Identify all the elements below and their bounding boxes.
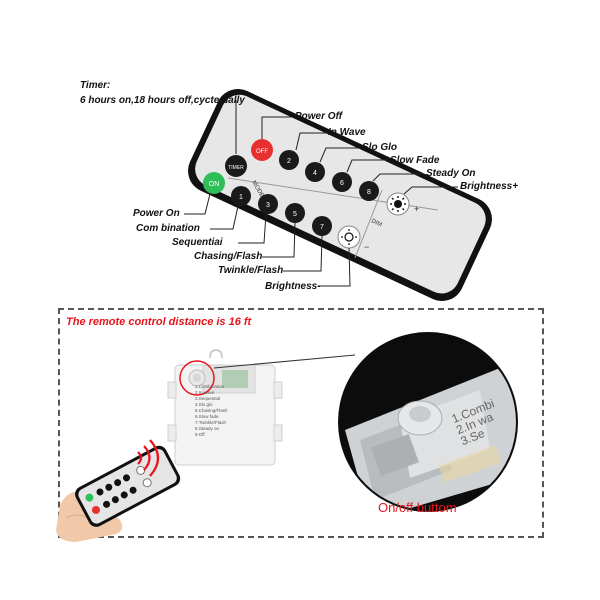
label-brightness-minus: Brightness- bbox=[265, 281, 321, 292]
legend-line: 4.Slo glo bbox=[195, 402, 213, 407]
legend-line: 2.In wave bbox=[195, 390, 215, 395]
sun-minus-icon bbox=[341, 229, 357, 245]
battery-box-legend: 1.Combination 2.In wave 3.Sequential 4.S… bbox=[195, 384, 265, 438]
svg-text:TIMER: TIMER bbox=[228, 165, 244, 171]
label-in-wave: In Wave bbox=[328, 127, 366, 138]
timer-detail: 6 hours on,18 hours off,cycte dally bbox=[80, 95, 245, 106]
label-power-off: Power Off bbox=[295, 111, 343, 122]
svg-text:+: + bbox=[414, 204, 419, 214]
legend-line: 1.Combination bbox=[195, 384, 225, 389]
svg-text:7: 7 bbox=[320, 224, 324, 231]
label-chasing-flash: Chasing/Flash bbox=[194, 251, 263, 262]
distance-caption: The remote control distance is 16 ft bbox=[66, 316, 252, 328]
svg-text:DIM: DIM bbox=[370, 218, 383, 228]
key-3[interactable]: 3 bbox=[258, 194, 278, 214]
svg-text:4: 4 bbox=[313, 170, 317, 177]
onoff-highlight-ring bbox=[179, 360, 215, 396]
sun-plus-icon bbox=[390, 196, 406, 212]
svg-text:ON: ON bbox=[209, 181, 220, 188]
key-1[interactable]: 1 bbox=[231, 186, 251, 206]
zoom-connector bbox=[213, 354, 356, 369]
label-sequential: Sequentiai bbox=[172, 237, 223, 248]
svg-text:−: − bbox=[364, 242, 369, 252]
svg-text:6: 6 bbox=[340, 180, 344, 187]
svg-text:5: 5 bbox=[293, 211, 297, 218]
key-2[interactable]: 2 bbox=[279, 150, 299, 170]
legend-line: 8.Steady on bbox=[195, 426, 220, 431]
timer-button[interactable]: TIMER bbox=[225, 155, 247, 177]
legend-line: 3.Sequential bbox=[195, 396, 221, 401]
legend-line: 7.Twinkle/Flash bbox=[195, 420, 227, 425]
battery-box bbox=[167, 348, 283, 466]
on-button[interactable]: ON bbox=[203, 172, 225, 194]
brightness-minus-button[interactable] bbox=[337, 225, 361, 249]
label-brightness-plus: Brightness+ bbox=[460, 181, 519, 192]
brightness-plus-button[interactable] bbox=[386, 192, 410, 216]
key-8[interactable]: 8 bbox=[359, 181, 379, 201]
zoom-detail bbox=[338, 332, 518, 512]
label-twinkle-flash: Twinkle/Flash bbox=[218, 265, 284, 276]
label-power-on: Power On bbox=[133, 208, 180, 219]
key-5[interactable]: 5 bbox=[285, 203, 305, 223]
svg-text:1: 1 bbox=[239, 194, 243, 201]
legend-line: 5.Chasing/Flash bbox=[195, 408, 228, 413]
onoff-caption: On/off buttom bbox=[378, 500, 457, 515]
off-button[interactable]: OFF bbox=[251, 139, 273, 161]
handheld-remote bbox=[75, 445, 181, 527]
timer-title: Timer: bbox=[80, 80, 111, 91]
legend-line: 9.Off bbox=[195, 432, 205, 437]
svg-text:3: 3 bbox=[266, 202, 270, 209]
svg-text:2: 2 bbox=[287, 158, 291, 165]
key-6[interactable]: 6 bbox=[332, 172, 352, 192]
signal-wave-icon bbox=[137, 439, 160, 477]
label-steady-on: Steady On bbox=[426, 168, 476, 179]
label-slow-fade: Slow Fade bbox=[390, 155, 440, 166]
label-combination: Com bination bbox=[136, 223, 200, 234]
legend-line: 6.Slow fade bbox=[195, 414, 219, 419]
label-slo-glo: Slo Glo bbox=[362, 142, 397, 153]
svg-text:OFF: OFF bbox=[256, 149, 268, 155]
svg-text:8: 8 bbox=[367, 189, 371, 196]
key-7[interactable]: 7 bbox=[312, 216, 332, 236]
key-4[interactable]: 4 bbox=[305, 162, 325, 182]
distance-panel bbox=[58, 308, 544, 538]
